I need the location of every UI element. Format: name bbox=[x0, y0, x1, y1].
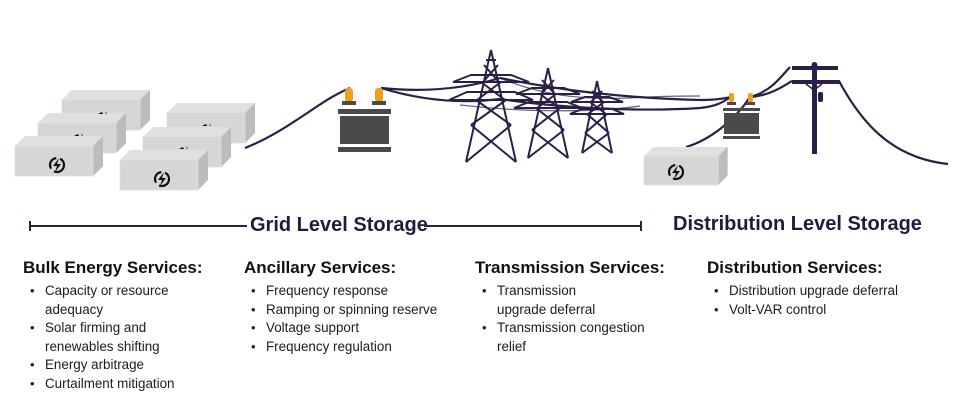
service-column-transmission: Transmission Services: Transmission upgr… bbox=[475, 258, 665, 356]
battery-storage-unit-icon bbox=[14, 89, 256, 191]
partial-bolt-glyphs bbox=[74, 111, 211, 149]
service-item: Ramping or spinning reserve bbox=[251, 301, 437, 320]
grid-bracket-line-left bbox=[29, 225, 247, 227]
service-list: Transmission upgrade deferral Transmissi… bbox=[475, 282, 665, 356]
service-item: Transmission congestion relief bbox=[482, 319, 647, 356]
service-list: Capacity or resource adequacy Solar firm… bbox=[23, 282, 203, 393]
service-title: Bulk Energy Services: bbox=[23, 258, 203, 277]
service-item: Capacity or resource adequacy bbox=[30, 282, 185, 319]
grid-bracket-line-right bbox=[424, 225, 642, 227]
service-column-bulk-energy: Bulk Energy Services: Capacity or resour… bbox=[23, 258, 203, 393]
service-item: Curtailment mitigation bbox=[30, 375, 203, 394]
service-item: Solar firming and renewables shifting bbox=[30, 319, 185, 356]
service-title: Ancillary Services: bbox=[244, 258, 397, 277]
transformer-icon bbox=[338, 88, 391, 152]
service-column-ancillary: Ancillary Services: Frequency response R… bbox=[244, 258, 437, 356]
service-list: Distribution upgrade deferral Volt-VAR c… bbox=[707, 282, 898, 319]
service-item: Transmission upgrade deferral bbox=[482, 282, 627, 319]
distribution-battery-unit-icon bbox=[643, 146, 728, 186]
utility-pole-icon bbox=[792, 62, 840, 154]
service-item: Energy arbitrage bbox=[30, 356, 203, 375]
service-list: Frequency response Ramping or spinning r… bbox=[244, 282, 437, 356]
service-column-distribution: Distribution Services: Distribution upgr… bbox=[707, 258, 898, 319]
service-item: Frequency regulation bbox=[251, 338, 437, 357]
grid-bracket-right-end bbox=[640, 221, 642, 231]
distribution-level-label: Distribution Level Storage bbox=[673, 213, 922, 235]
distribution-transformer-icon bbox=[723, 93, 760, 139]
grid-illustration bbox=[14, 49, 949, 191]
grid-level-label: Grid Level Storage bbox=[250, 214, 428, 236]
service-item: Voltage support bbox=[251, 319, 437, 338]
service-item: Volt-VAR control bbox=[714, 301, 898, 320]
transmission-tower-icon bbox=[448, 49, 625, 163]
service-title: Transmission Services: bbox=[475, 258, 665, 277]
service-title: Distribution Services: bbox=[707, 258, 883, 277]
service-item: Frequency response bbox=[251, 282, 437, 301]
service-item: Distribution upgrade deferral bbox=[714, 282, 898, 301]
